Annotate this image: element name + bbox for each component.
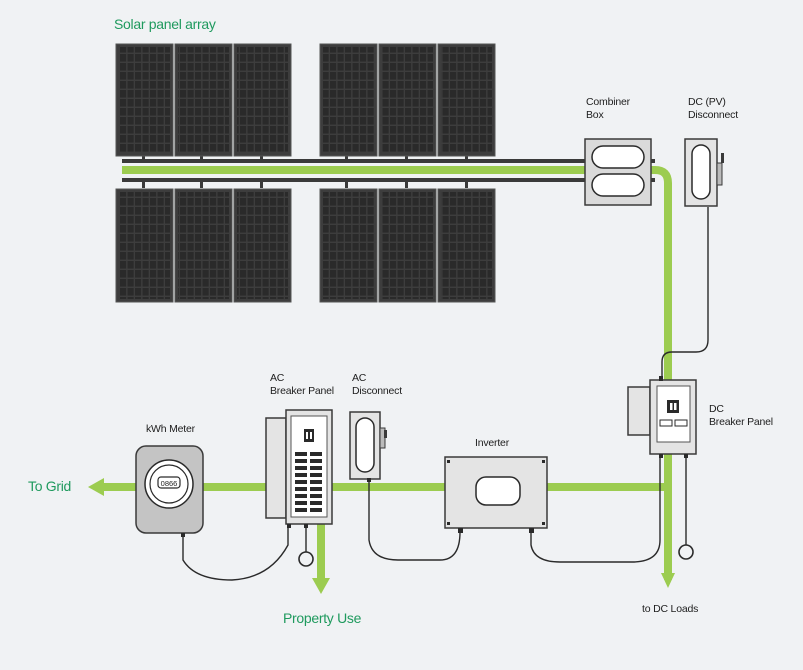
dc-pv-disconnect-label: DC (PV) Disconnect [688, 96, 738, 122]
ground-ring-dc [678, 544, 694, 560]
to-grid-arrow [88, 478, 104, 496]
dc-breaker-panel-label: DC Breaker Panel [709, 403, 773, 429]
solar-panel [378, 43, 437, 157]
kwh-meter: 0866 [135, 445, 204, 537]
ac-breaker-panel-label-line: AC [270, 372, 285, 384]
solar-array-label: Solar panel array [114, 16, 216, 32]
property-use-arrow [312, 578, 330, 594]
solar-panel [174, 188, 233, 303]
to-grid-label: To Grid [28, 478, 72, 494]
solar-panel [437, 188, 496, 303]
inverter-label: Inverter [475, 437, 509, 449]
dc-breaker-panel-label-line: Breaker Panel [709, 416, 773, 428]
meter-reading: 0866 [161, 479, 178, 488]
combiner-box [584, 138, 652, 206]
dc-pv-disconnect [684, 138, 724, 207]
dc-main-flow [122, 166, 672, 580]
wiring [182, 207, 709, 581]
mounting-rails [122, 154, 655, 188]
dc-breaker-panel-label-line: DC [709, 403, 724, 415]
solar-panel [115, 188, 174, 303]
solar-panel [319, 188, 378, 303]
ac-disconnect-label-line: AC [352, 372, 367, 384]
solar-panel-array [115, 43, 496, 303]
ac-breaker-panel [265, 409, 333, 528]
dc-pv-disconnect-label-line: Disconnect [688, 109, 738, 121]
combiner-box-label-line: Combiner [586, 96, 630, 108]
dc-pv-disconnect-label-line: DC (PV) [688, 96, 726, 108]
to-dc-loads-label: to DC Loads [642, 603, 699, 615]
solar-panel [319, 43, 378, 157]
combiner-box-label-line: Box [586, 109, 604, 121]
solar-panel [115, 43, 174, 157]
ac-breaker-panel-label: AC Breaker Panel [270, 372, 334, 398]
combiner-box-label: Combiner Box [586, 96, 630, 122]
ac-breaker-panel-label-line: Breaker Panel [270, 385, 334, 397]
ac-disconnect [349, 411, 387, 482]
solar-panel [437, 43, 496, 157]
inverter [444, 456, 548, 533]
rail-bottom [122, 178, 655, 182]
ground-ring-ac [298, 551, 314, 567]
solar-panel [378, 188, 437, 303]
kwh-meter-label: kWh Meter [146, 423, 195, 435]
solar-panel [233, 188, 292, 303]
dc-loads-arrow [661, 573, 675, 588]
ac-disconnect-label: AC Disconnect [352, 372, 402, 398]
dc-breaker-panel [627, 376, 697, 458]
property-use-label: Property Use [283, 610, 362, 626]
rail-top [122, 159, 655, 163]
wire-pv-disconnect-to-dc-panel [661, 207, 709, 380]
solar-panel [233, 43, 292, 157]
wire-ac-disconnect-to-inverter [368, 482, 461, 561]
wire-meter-to-ac-panel [182, 525, 289, 581]
ac-disconnect-label-line: Disconnect [352, 385, 402, 397]
wire-inverter-to-dc-panel [530, 455, 661, 563]
solar-panel [174, 43, 233, 157]
